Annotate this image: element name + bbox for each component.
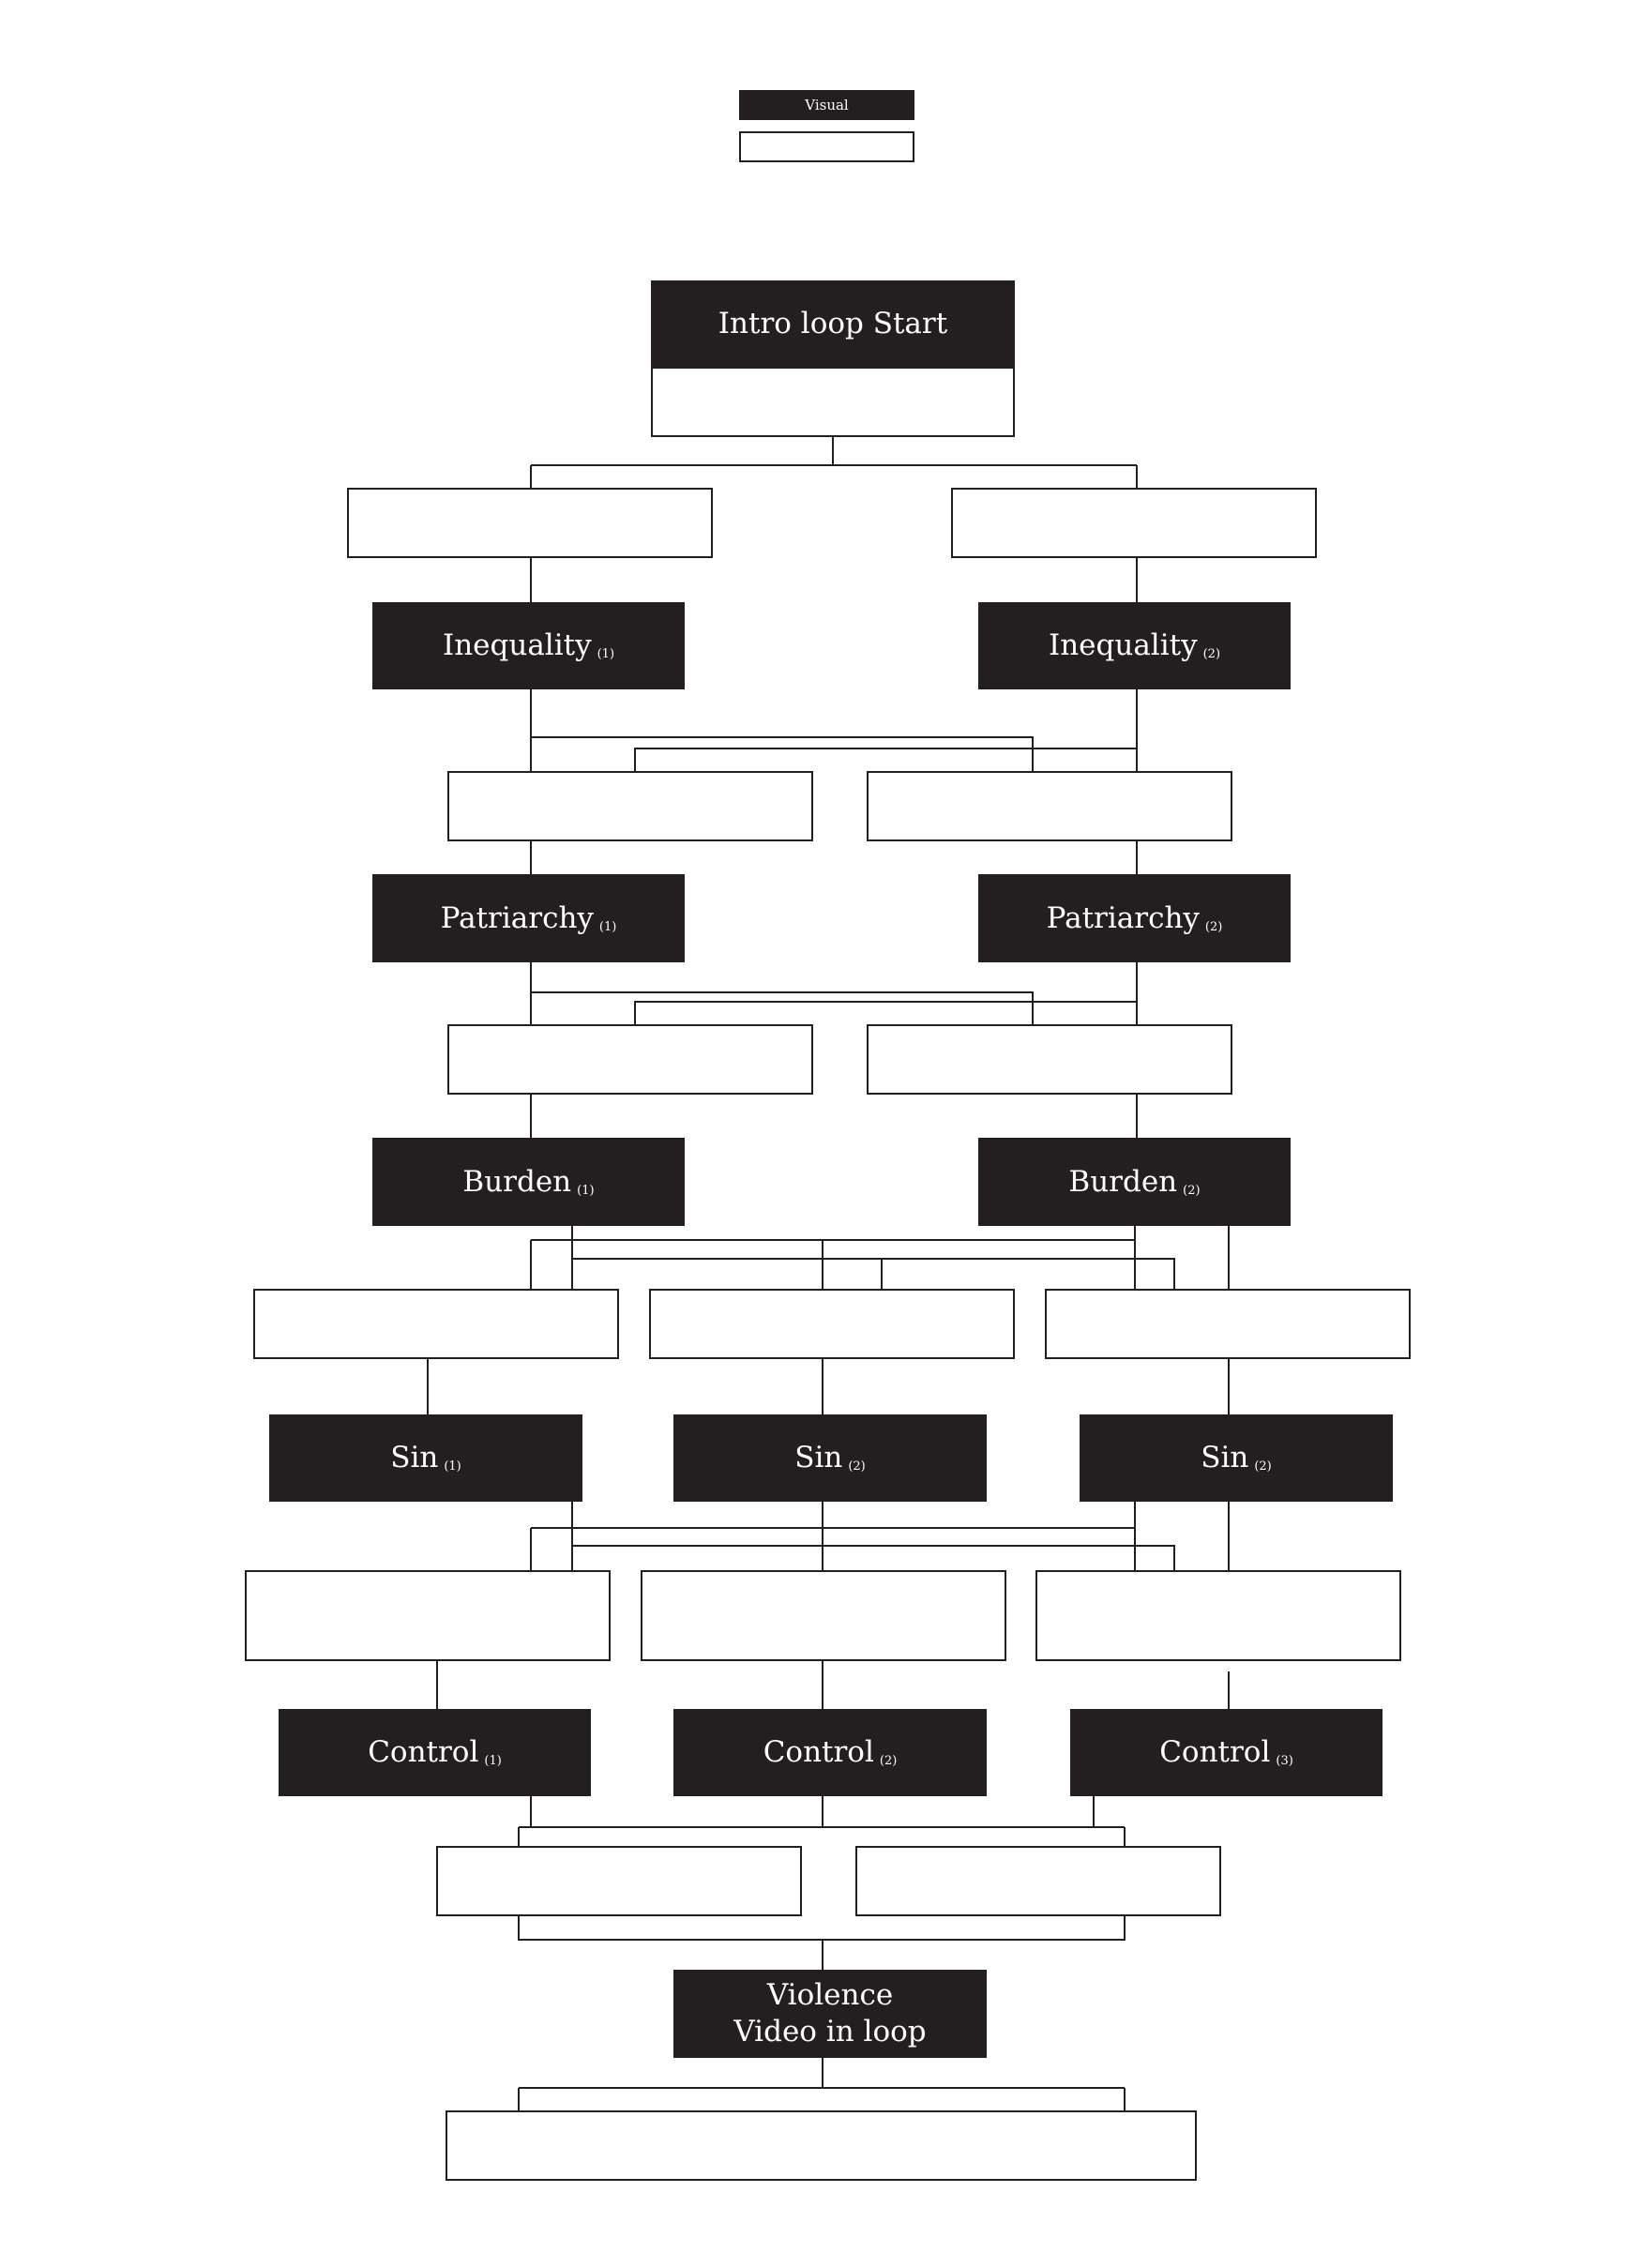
intro-label: Intro loop Start xyxy=(718,307,948,341)
empty-box xyxy=(436,1846,802,1916)
burden-2-index: (2) xyxy=(1183,1183,1201,1198)
connector-control xyxy=(518,1796,1126,1846)
sin-2-index: (2) xyxy=(848,1459,866,1474)
violence-label: Violence Video in loop xyxy=(733,1978,927,2049)
connector-burden xyxy=(530,1226,1230,1289)
legend-visual-label: Visual xyxy=(805,97,849,113)
sin-3-label: Sin xyxy=(1201,1441,1249,1475)
inequality-1-index: (1) xyxy=(597,647,615,662)
sin-1-label: Sin xyxy=(390,1441,439,1475)
empty-box xyxy=(447,1024,813,1095)
control-2-label: Control xyxy=(763,1735,874,1770)
burden-1-index: (1) xyxy=(577,1183,595,1198)
violence-node: Violence Video in loop xyxy=(673,1970,987,2058)
sin-2-node: Sin (2) xyxy=(673,1414,987,1502)
control-1-node: Control (1) xyxy=(279,1709,591,1796)
inequality-2-index: (2) xyxy=(1202,647,1221,662)
connector-intro xyxy=(530,437,1138,488)
sin-1-node: Sin (1) xyxy=(269,1414,582,1502)
empty-box xyxy=(447,771,813,841)
burden-1-label: Burden xyxy=(462,1164,572,1199)
inequality-2-label: Inequality xyxy=(1048,628,1198,663)
patriarchy-2-label: Patriarchy xyxy=(1046,900,1200,935)
burden-1-node: Burden (1) xyxy=(372,1138,685,1226)
legend-empty-swatch xyxy=(739,131,914,162)
inequality-2-node: Inequality (2) xyxy=(978,602,1291,689)
empty-box xyxy=(1045,1289,1411,1359)
connector-row9 xyxy=(436,1661,1230,1709)
burden-2-label: Burden xyxy=(1068,1164,1178,1199)
empty-box xyxy=(1035,1570,1401,1661)
patriarchy-1-label: Patriarchy xyxy=(440,900,594,935)
connector-row5 xyxy=(530,1095,1138,1138)
empty-box xyxy=(641,1570,1006,1661)
intro-body xyxy=(651,367,1015,437)
inequality-1-label: Inequality xyxy=(442,628,592,663)
sin-1-index: (1) xyxy=(444,1459,461,1474)
connector-sin xyxy=(530,1502,1230,1570)
connector-inequality xyxy=(530,689,1138,771)
connector-patriarchy xyxy=(530,962,1138,1024)
patriarchy-2-index: (2) xyxy=(1204,919,1223,934)
empty-box xyxy=(245,1570,611,1661)
empty-box xyxy=(951,488,1317,558)
connector-row3 xyxy=(530,841,1138,874)
patriarchy-1-node: Patriarchy (1) xyxy=(372,874,685,962)
connector-violence xyxy=(518,2058,1126,2110)
sin-3-node: Sin (2) xyxy=(1080,1414,1393,1502)
empty-box xyxy=(446,2110,1197,2181)
intro-header: Intro loop Start xyxy=(651,280,1015,368)
patriarchy-1-index: (1) xyxy=(598,919,617,934)
control-1-label: Control xyxy=(368,1735,479,1770)
inequality-1-node: Inequality (1) xyxy=(372,602,685,689)
control-3-index: (3) xyxy=(1276,1754,1293,1769)
connector-row11 xyxy=(518,1916,1126,1970)
empty-box xyxy=(855,1846,1221,1916)
empty-box xyxy=(253,1289,619,1359)
empty-box xyxy=(867,771,1232,841)
control-2-index: (2) xyxy=(879,1754,898,1769)
connector-row7 xyxy=(427,1359,1230,1414)
control-3-node: Control (3) xyxy=(1070,1709,1383,1796)
control-1-index: (1) xyxy=(484,1754,502,1769)
empty-box xyxy=(867,1024,1232,1095)
empty-box xyxy=(649,1289,1015,1359)
burden-2-node: Burden (2) xyxy=(978,1138,1291,1226)
control-3-label: Control xyxy=(1159,1735,1271,1770)
sin-3-index: (2) xyxy=(1254,1459,1272,1474)
legend-visual-swatch: Visual xyxy=(739,90,914,120)
patriarchy-2-node: Patriarchy (2) xyxy=(978,874,1291,962)
empty-box xyxy=(347,488,713,558)
sin-2-label: Sin xyxy=(794,1441,843,1475)
control-2-node: Control (2) xyxy=(673,1709,987,1796)
connector-row1 xyxy=(530,558,1138,602)
